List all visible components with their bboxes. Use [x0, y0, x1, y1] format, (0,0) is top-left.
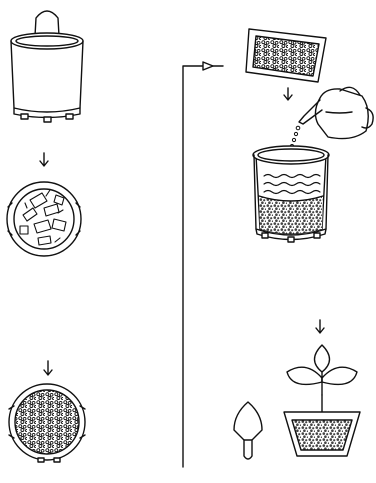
pot-with-water-icon: [253, 146, 329, 242]
watering-can-icon: [299, 87, 373, 138]
pot-bottom-pieces-icon: [7, 182, 81, 256]
trowel-icon: [234, 402, 262, 459]
connector-line: [183, 62, 223, 467]
seedling-icon: [284, 345, 360, 456]
down-arrow-icon: [40, 153, 48, 166]
down-arrow-icon: [44, 361, 52, 375]
down-arrow-icon: [284, 88, 292, 100]
pot-bottom-pellets-icon: [9, 384, 85, 462]
down-arrow-icon: [316, 320, 324, 333]
seed-packet-icon: [246, 29, 326, 82]
bucket-icon: [11, 11, 83, 122]
